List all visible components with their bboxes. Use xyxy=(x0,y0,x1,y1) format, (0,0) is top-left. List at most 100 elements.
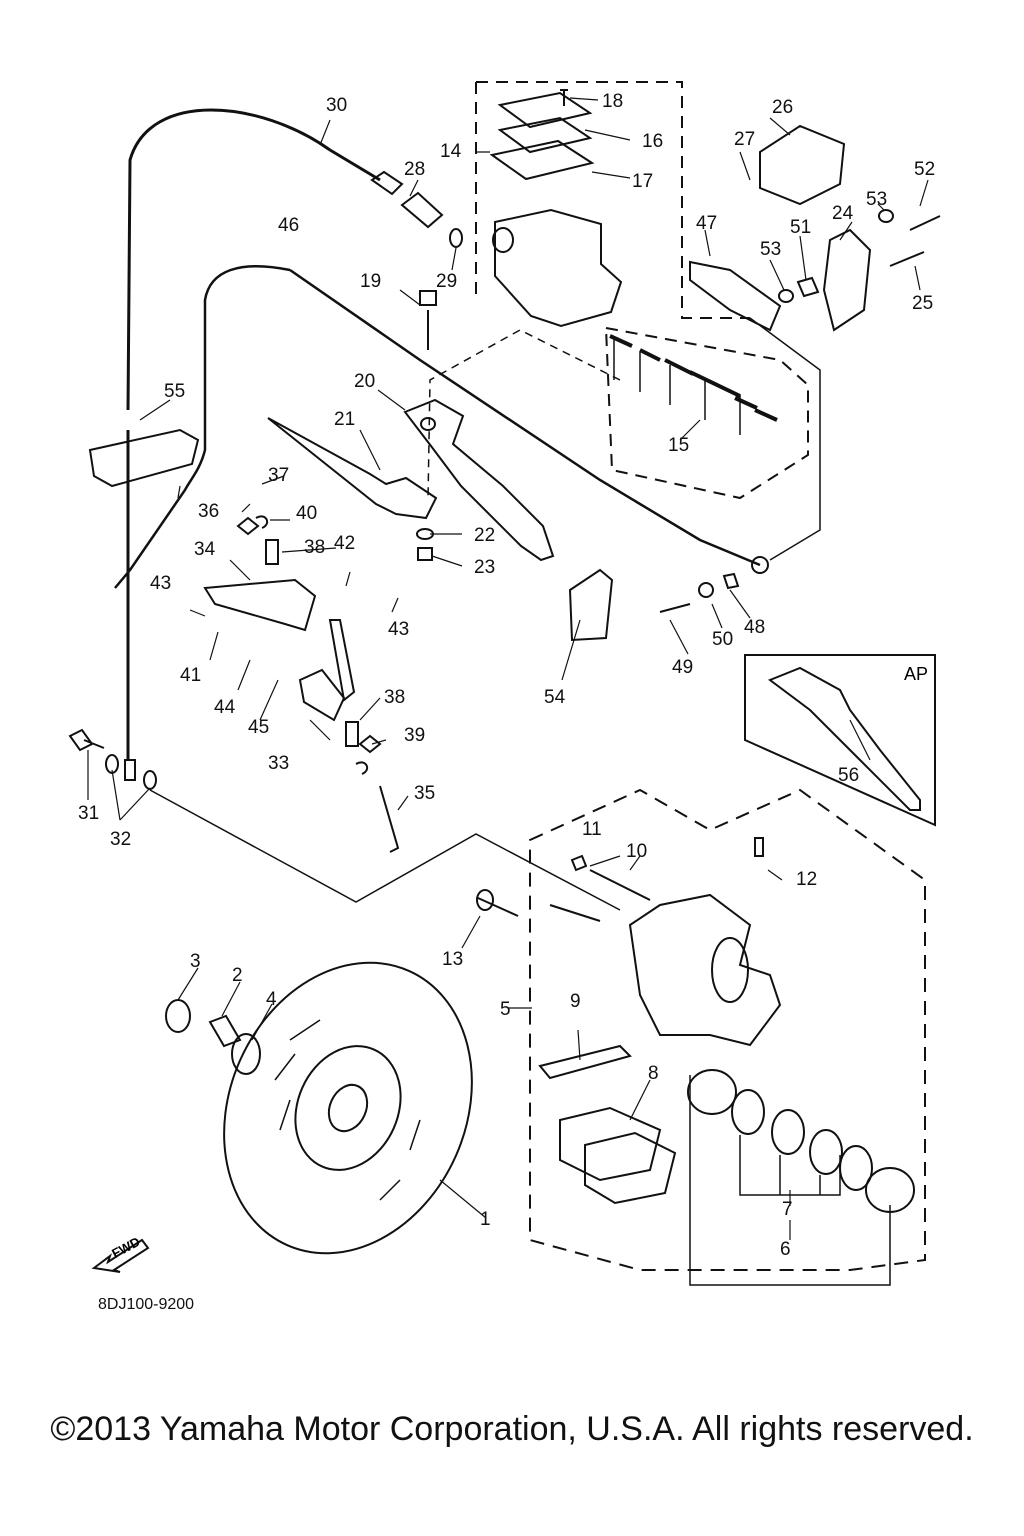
washer-32b xyxy=(143,770,157,790)
washer-53 xyxy=(878,209,894,223)
bolt-52 xyxy=(909,215,941,231)
callout-15: 15 xyxy=(668,435,690,456)
cable-clip-55 xyxy=(88,428,200,488)
callout-56: 56 xyxy=(838,765,860,786)
bolt-49 xyxy=(659,603,691,613)
ap-label: AP xyxy=(904,664,929,684)
callout-39: 39 xyxy=(404,725,426,746)
callout-32: 32 xyxy=(110,829,132,850)
caliper-body xyxy=(628,893,782,1047)
callout-42: 42 xyxy=(334,533,356,554)
callout-46: 46 xyxy=(278,215,300,236)
piston-kit-15 xyxy=(604,326,809,500)
callout-14: 14 xyxy=(440,141,462,162)
callout-22: 22 xyxy=(474,525,496,546)
collar-48 xyxy=(722,572,740,590)
copyright-notice: ©2013 Yamaha Motor Corporation, U.S.A. A… xyxy=(50,1410,974,1448)
callout-54: 54 xyxy=(544,687,566,708)
callout-18: 18 xyxy=(602,91,624,112)
ap-box xyxy=(744,654,936,827)
callout-8: 8 xyxy=(648,1063,659,1084)
callout-5: 5 xyxy=(500,999,511,1020)
callout-53: 53 xyxy=(866,189,888,210)
brake-pads-8 xyxy=(559,1106,662,1182)
callout-21: 21 xyxy=(334,409,356,430)
bolt-10 xyxy=(589,869,651,901)
callout-38: 38 xyxy=(304,537,326,558)
callout-45: 45 xyxy=(248,717,270,738)
callout-50: 50 xyxy=(712,629,734,650)
callout-48: 48 xyxy=(744,617,766,638)
seal-b xyxy=(771,1109,805,1155)
diaphragm-17 xyxy=(489,139,595,181)
callout-3: 3 xyxy=(190,951,201,972)
callout-19: 19 xyxy=(360,271,382,292)
collar-51 xyxy=(796,276,820,298)
callout-44: 44 xyxy=(214,697,236,718)
callout-34: 34 xyxy=(194,539,216,560)
drawing-code: 8DJ100-9200 xyxy=(98,1296,195,1313)
callout-53b: 53 xyxy=(760,239,782,260)
callout-52: 52 xyxy=(914,159,936,180)
callout-51: 51 xyxy=(790,217,812,238)
callout-55: 55 xyxy=(164,381,186,402)
callout-31: 31 xyxy=(78,803,100,824)
lever-bracket-21 xyxy=(267,417,438,520)
callout-11: 11 xyxy=(582,819,602,840)
washer-50 xyxy=(698,582,714,598)
caliper-box xyxy=(529,788,926,1271)
key-2 xyxy=(208,1014,242,1048)
callout-7: 7 xyxy=(782,1199,793,1220)
bolt-31 xyxy=(68,728,105,752)
brake-disc-1 xyxy=(223,961,473,1255)
callout-9: 9 xyxy=(570,991,581,1012)
callout-12: 12 xyxy=(796,869,818,890)
callout-43: 43 xyxy=(150,573,172,594)
pin-38-lower xyxy=(345,721,359,747)
bleeder-12 xyxy=(754,837,764,857)
switch-26 xyxy=(759,124,846,206)
brake-lever-20 xyxy=(403,398,555,562)
bracket-24 xyxy=(822,228,872,332)
callout-6: 6 xyxy=(780,1239,791,1260)
bolt-13 xyxy=(477,897,519,917)
callout-30: 30 xyxy=(326,95,348,116)
callout-25: 25 xyxy=(912,293,934,314)
bolt-35 xyxy=(379,785,400,853)
collar-23 xyxy=(417,547,433,561)
reservoir-cap-16 xyxy=(497,91,593,129)
callout-26: 26 xyxy=(772,97,794,118)
tag-54 xyxy=(568,568,614,642)
callout-41: 41 xyxy=(180,665,202,686)
master-cylinder-box xyxy=(476,81,750,319)
callout-17: 17 xyxy=(632,171,654,192)
callout-36: 36 xyxy=(198,501,220,522)
callout-10: 10 xyxy=(626,841,648,862)
callout-16: 16 xyxy=(642,131,664,152)
callout-33: 33 xyxy=(268,753,290,774)
callout-43b: 43 xyxy=(388,619,410,640)
callout-49: 49 xyxy=(672,657,694,678)
washer-53-b xyxy=(778,289,794,303)
master-cylinder-body xyxy=(494,208,623,328)
bolt-25 xyxy=(889,251,925,267)
callout-23: 23 xyxy=(474,557,496,578)
callout-28: 28 xyxy=(404,159,426,180)
nipple-11 xyxy=(570,854,588,872)
spring-40 xyxy=(236,515,269,536)
callout-27: 27 xyxy=(734,129,756,150)
callout-20: 20 xyxy=(354,371,376,392)
pedal-47 xyxy=(689,260,782,332)
callout-1: 1 xyxy=(480,1209,491,1230)
lever-56 xyxy=(767,666,921,811)
callout-37: 37 xyxy=(268,465,290,486)
callout-35: 35 xyxy=(414,783,436,804)
brake-cable-30 xyxy=(126,108,331,760)
pin-38 xyxy=(265,539,279,565)
callout-4: 4 xyxy=(266,989,277,1010)
callout-38b: 38 xyxy=(384,687,406,708)
arm-33 xyxy=(298,668,346,722)
callout-29: 29 xyxy=(436,271,458,292)
cam-lever-34 xyxy=(203,578,317,632)
washer-4 xyxy=(231,1033,261,1075)
